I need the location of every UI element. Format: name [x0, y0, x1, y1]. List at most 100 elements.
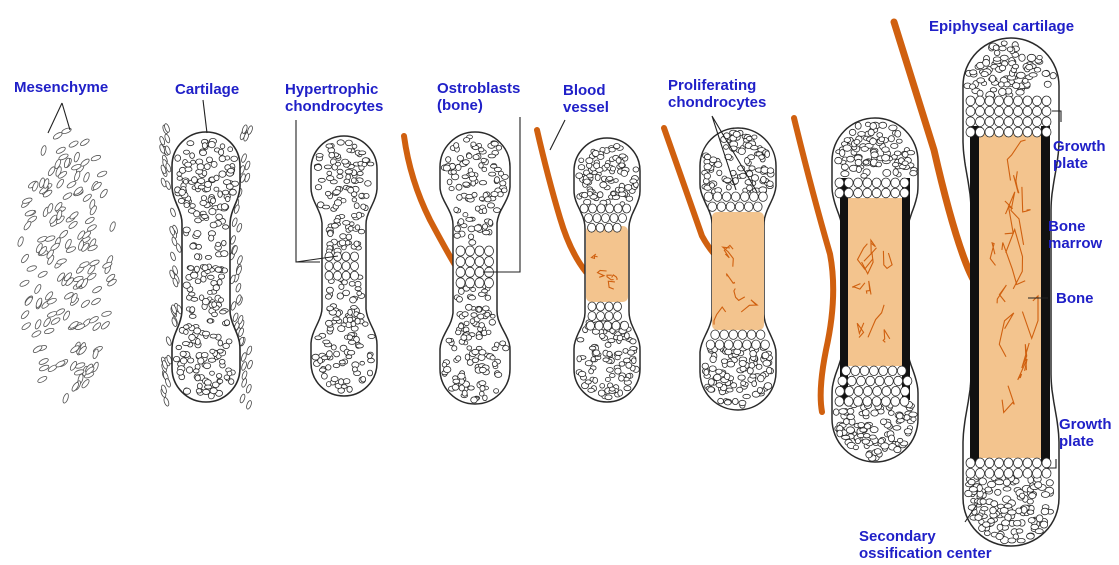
- cell: [739, 400, 746, 405]
- cell: [461, 335, 467, 341]
- cell: [612, 321, 620, 330]
- cell: [999, 46, 1006, 51]
- cell: [1007, 47, 1013, 52]
- cell: [607, 368, 614, 373]
- mesenchymal-cell: [109, 221, 117, 232]
- cell: [230, 189, 237, 195]
- cell: [734, 340, 743, 349]
- cell: [587, 321, 595, 330]
- mesenchymal-cell: [90, 154, 101, 162]
- cell: [451, 170, 456, 175]
- cell: [464, 321, 469, 326]
- cell: [458, 219, 464, 225]
- stage-mature-bone: [894, 22, 1059, 546]
- cell: [596, 223, 604, 232]
- cell: [985, 106, 994, 116]
- cell: [600, 384, 605, 389]
- cell: [976, 117, 985, 127]
- cell: [201, 196, 206, 201]
- cell: [765, 151, 770, 158]
- cell: [597, 204, 605, 213]
- cell: [843, 145, 851, 151]
- cell: [500, 181, 506, 186]
- cell: [578, 165, 585, 170]
- cell: [586, 158, 593, 164]
- cell: [593, 214, 601, 223]
- blood-vessel-leader: [550, 120, 565, 150]
- cell: [743, 340, 752, 349]
- mesenchymal-cell: [91, 297, 102, 306]
- cell: [202, 143, 207, 149]
- cell: [319, 368, 326, 372]
- cell: [888, 435, 894, 442]
- cell: [626, 196, 633, 201]
- cell: [195, 254, 200, 260]
- cell: [185, 167, 192, 172]
- cell: [597, 312, 605, 321]
- cell: [614, 144, 620, 149]
- cell: [863, 188, 872, 198]
- cell: [578, 371, 585, 376]
- cell: [191, 272, 198, 278]
- cell: [882, 397, 891, 407]
- cell: [1031, 524, 1039, 529]
- cell: [610, 214, 618, 223]
- cell: [841, 164, 848, 170]
- cell: [870, 427, 878, 433]
- cell: [347, 386, 352, 392]
- mesenchymal-cell: [84, 216, 95, 225]
- cell: [891, 397, 900, 407]
- cell: [205, 385, 212, 389]
- cell: [900, 188, 909, 198]
- cell: [492, 361, 497, 366]
- cell: [995, 468, 1004, 478]
- cell: [173, 356, 179, 361]
- cell: [219, 359, 225, 364]
- cell: [200, 150, 207, 156]
- cell: [970, 84, 976, 89]
- cell: [193, 369, 199, 373]
- cell: [182, 342, 189, 346]
- mesenchymal-cell: [79, 261, 90, 269]
- cell: [860, 366, 869, 376]
- cell: [894, 447, 901, 453]
- cell: [348, 309, 353, 315]
- cell: [476, 335, 482, 340]
- cell: [759, 192, 768, 201]
- cell: [334, 219, 340, 223]
- cell: [333, 317, 340, 321]
- perichondrial-cell: [170, 251, 177, 261]
- mesenchymal-cell: [62, 393, 70, 404]
- cell: [188, 266, 194, 271]
- cell: [619, 154, 626, 158]
- perichondrial-cell: [246, 345, 253, 355]
- cell: [348, 187, 354, 193]
- cell: [474, 225, 481, 231]
- cell: [749, 166, 755, 171]
- cell: [1040, 521, 1047, 528]
- cell: [469, 295, 476, 300]
- cell: [355, 287, 361, 291]
- cell: [360, 361, 365, 365]
- cell: [873, 386, 882, 396]
- cell: [324, 165, 331, 169]
- cell: [619, 214, 627, 223]
- cell: [863, 386, 872, 396]
- cell: [457, 195, 463, 201]
- cell: [724, 373, 730, 379]
- cell: [447, 179, 452, 185]
- cell: [224, 375, 229, 379]
- cell: [988, 519, 995, 524]
- perichondrial-cell: [236, 255, 243, 265]
- cell: [367, 162, 374, 166]
- cell: [180, 358, 187, 364]
- cell: [704, 173, 710, 179]
- cell: [1014, 106, 1023, 116]
- cell: [492, 347, 498, 351]
- mesenchymal-cell: [68, 140, 79, 149]
- mesenchymal-cell: [83, 172, 91, 183]
- cell: [495, 372, 502, 377]
- cell: [204, 164, 210, 170]
- cell: [625, 333, 630, 339]
- compact-bone-right: [1041, 126, 1050, 462]
